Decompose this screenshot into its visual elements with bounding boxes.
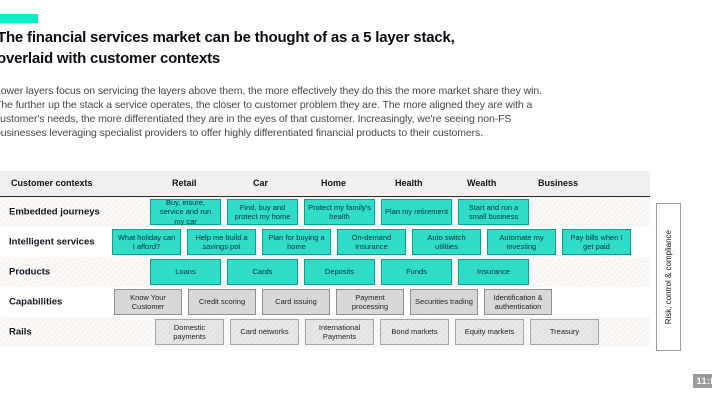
stack-box: Card networks [230,319,299,345]
column-wealth: Wealth [467,178,497,188]
stack-box: Equity markets [455,319,524,345]
row-label: Products [9,266,51,278]
row-label: Embedded journeys [9,206,100,218]
stack-box: Bond markets [380,319,449,345]
stack-box: Pay bills when I get paid [562,229,631,255]
column-home: Home [321,178,347,188]
header-customer-contexts: Customer contexts [11,178,93,188]
row-intelligent-services: Intelligent services What holiday can I … [0,227,650,257]
column-business: Business [538,178,579,188]
risk-compliance-label: Risk, control & compliance [664,229,673,325]
stack-box: Find, buy and protect my home [227,199,298,225]
stack-box: Buy, insure, service and run my car [150,198,221,226]
stack-box: Deposits [304,259,375,285]
row-embedded-journeys: Embedded journeys Buy, insure, service a… [0,197,650,227]
row-label: Rails [9,326,32,338]
stack-box: Payment processing [336,289,404,315]
stack-box: Credit scoring [188,289,256,315]
stack-box: Funds [381,259,452,285]
stack-diagram: Customer contexts Retail Car Home Health… [0,171,712,371]
page-title: The financial services market can be tho… [0,27,517,69]
stack-box: Treasury [530,319,599,345]
stack-box: International Payments [305,319,374,345]
stack-box: Loans [150,259,221,285]
column-car: Car [253,178,269,188]
row-label: Capabilities [9,296,63,308]
stack-box: Know Your Customer [114,289,182,315]
risk-compliance-box: Risk, control & compliance [656,203,681,351]
column-health: Health [395,178,423,188]
accent-bar [0,14,38,23]
stack-box: Plan for buying a home [262,229,331,255]
row-boxes: What holiday can I afford?Help me build … [112,229,631,255]
stack-box: On-demand insurance [337,229,406,255]
stack-box: Start and run a small business [458,199,529,225]
stack-box: Card issuing [262,289,330,315]
stack-box: Help me build a savings pot [187,229,256,255]
stack-box: What holiday can I afford? [112,229,181,255]
stack-box: Identification & authentication [484,289,552,315]
intro-paragraph: Lower layers focus on servicing the laye… [0,85,542,139]
row-label: Intelligent services [9,236,95,248]
stack-box: Securities trading [410,289,478,315]
table-header-row: Customer contexts Retail Car Home Health… [0,171,650,197]
stack-box: Insurance [458,259,529,285]
stack-box: Automate my investing [487,229,556,255]
column-retail: Retail [172,178,197,188]
stack-box: Cards [227,259,298,285]
stack-box: Domestic payments [155,319,224,345]
title-line-1: The financial services market can be tho… [0,29,455,46]
stack-box: Auto switch utilities [412,229,481,255]
title-line-2: overlaid with customer contexts [0,50,221,67]
stack-box: Plan my retirement [381,199,452,225]
brand-logo: 11:FS [693,374,712,388]
stack-box: Protect my family's health [304,199,375,225]
